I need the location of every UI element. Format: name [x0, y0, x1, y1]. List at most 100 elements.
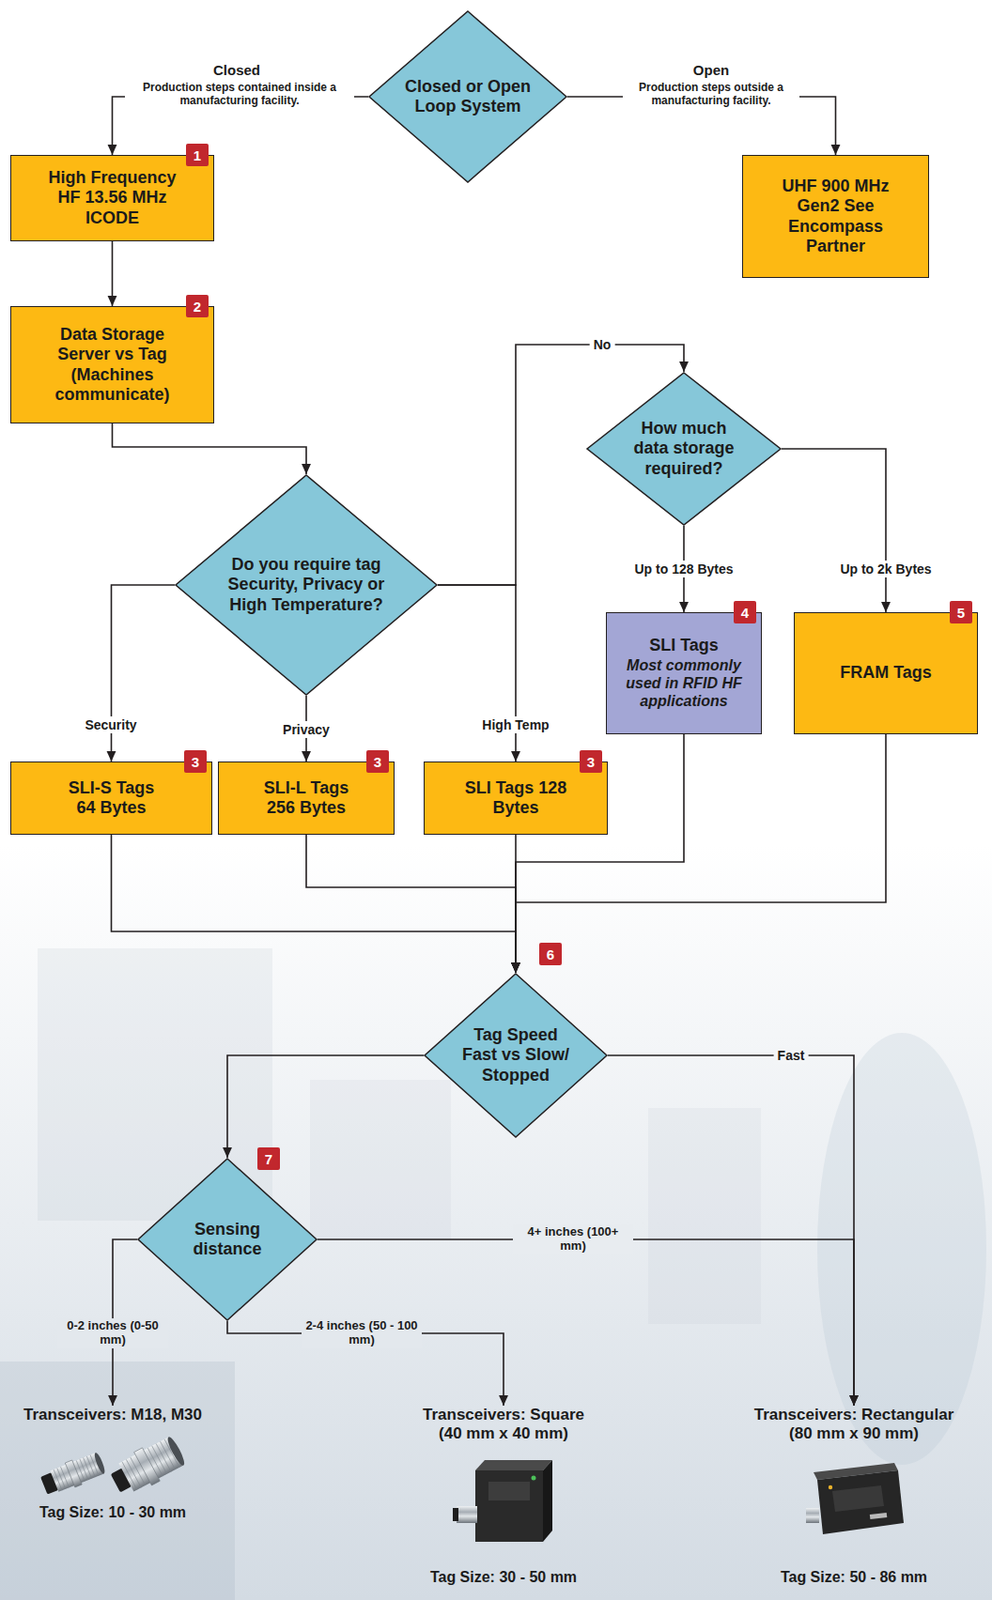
sensor-nut — [134, 1448, 161, 1487]
square-transceiver — [452, 1460, 553, 1543]
node-text: SLI Tags 128 Bytes — [464, 778, 568, 819]
process-box: Data Storage Server vs Tag (Machines com… — [10, 306, 215, 424]
tag-box: SLI-S Tags 64 Bytes — [10, 761, 213, 836]
status-led — [531, 1476, 537, 1482]
callout-number: 4 — [733, 601, 757, 624]
m12-connector-ring — [452, 1508, 459, 1522]
housing-front — [475, 1471, 543, 1543]
m30-sensor — [107, 1433, 189, 1501]
node-text: UHF 900 MHz Gen2 See Encompass Partner — [770, 176, 902, 257]
housing-plate — [832, 1486, 884, 1513]
node-text: High Frequency HF 13.56 MHz ICODE — [38, 168, 187, 229]
tag-box: FRAM Tags — [793, 612, 978, 735]
product-name: Transceivers: M18, M30 — [23, 1406, 202, 1426]
sensor-nut — [64, 1460, 82, 1488]
m18-sensor — [39, 1450, 109, 1499]
connector-arrow — [227, 1055, 424, 1159]
process-box: UHF 900 MHz Gen2 See Encompass Partner — [742, 155, 930, 279]
process-box: High Frequency HF 13.56 MHz ICODE — [10, 155, 215, 242]
node-text: SLI-S Tags 64 Bytes — [60, 778, 164, 819]
edge-label: 0-2 inches (0-50 mm) — [57, 1318, 169, 1349]
node-text: Do you require tag Security, Privacy or … — [212, 555, 401, 616]
connector-arrow — [112, 423, 308, 475]
sensor-thread — [53, 1455, 99, 1491]
node-text: Data Storage Server vs Tag (Machines com… — [42, 325, 184, 405]
housing-front — [817, 1471, 904, 1535]
connector-arrow — [111, 585, 176, 762]
diamond-shape — [369, 11, 567, 183]
product-name: Transceivers: Square (40 mm x 40 mm) — [417, 1406, 591, 1444]
m12-connector — [806, 1508, 820, 1524]
edge-note: Production steps outside a manufacturing… — [622, 80, 800, 109]
node-text: SLI Tags — [649, 635, 719, 656]
decision-diamond: Tag Speed Fast vs Slow/ Stopped — [423, 973, 608, 1139]
connector-arrow — [111, 835, 517, 974]
callout-number: 3 — [366, 750, 389, 774]
callout-number: 2 — [186, 294, 209, 318]
logo-plate — [869, 1513, 887, 1520]
tag-size-note: Tag Size: 10 - 30 mm — [39, 1504, 186, 1523]
callout-number: 3 — [579, 750, 603, 774]
callout-number: 7 — [257, 1147, 280, 1171]
callout-number: 3 — [184, 750, 207, 774]
product-label: Transceivers: M18, M30Tag Size: 10 - 30 … — [3, 1406, 222, 1523]
diamond-shape — [424, 974, 607, 1138]
connector-arrow — [437, 585, 516, 762]
node-text: How much data storage required? — [622, 418, 745, 480]
m12-connector — [456, 1506, 478, 1524]
diamond-shape — [175, 475, 437, 696]
status-led — [828, 1486, 833, 1490]
connector-arrow — [781, 449, 886, 613]
housing-side — [542, 1460, 553, 1543]
node-text: Tag Speed Fast vs Slow/ Stopped — [457, 1025, 575, 1086]
product-label: Transceivers: Square (40 mm x 40 mm) Tag … — [392, 1406, 615, 1588]
edge-label: Fast — [774, 1047, 809, 1065]
edge-note: Production steps contained inside a manu… — [124, 80, 355, 109]
callout-number: 5 — [949, 601, 973, 624]
edge-label: Up to 2k Bytes — [836, 560, 935, 578]
edge-label: Security — [80, 716, 140, 734]
housing-top — [475, 1460, 553, 1472]
connector-arrow — [306, 835, 516, 974]
node-text: Sensing distance — [180, 1220, 275, 1260]
connector-arrow — [607, 1055, 854, 1407]
product-label: Transceivers: Rectangular (80 mm x 90 mm… — [743, 1406, 965, 1588]
product-name: Transceivers: Rectangular (80 mm x 90 mm… — [743, 1406, 965, 1444]
edge-label: Up to 128 Bytes — [630, 560, 737, 578]
sensor-face — [165, 1436, 187, 1469]
decision-diamond: Do you require tag Security, Privacy or … — [174, 474, 438, 697]
node-text: Closed or Open Loop System — [397, 77, 539, 117]
edge-label: 4+ inches (100+ mm) — [512, 1224, 634, 1256]
machine-shape — [0, 1362, 235, 1600]
decision-diamond: Sensing distance — [137, 1158, 318, 1322]
diamond-shape — [138, 1159, 317, 1321]
decision-diamond: How much data storage required? — [586, 372, 782, 527]
sensor-face — [93, 1452, 108, 1476]
edge-label: Privacy — [279, 721, 334, 739]
edge-label: Open — [689, 61, 733, 79]
edge-label: 2-4 inches (50 - 100 mm) — [301, 1318, 422, 1349]
decision-diamond: Closed or Open Loop System — [368, 10, 568, 184]
housing-plate — [488, 1482, 530, 1502]
diamond-shape — [587, 372, 781, 526]
tag-size-note: Tag Size: 50 - 86 mm — [780, 1569, 928, 1588]
machine-shape — [310, 1080, 451, 1240]
rectangular-transceiver — [806, 1463, 904, 1535]
worker-shape — [817, 1033, 987, 1466]
callout-number: 1 — [186, 143, 209, 167]
node-text: FRAM Tags — [839, 663, 932, 683]
edge-label: Closed — [209, 61, 264, 79]
node-text: SLI-L Tags 256 Bytes — [254, 778, 358, 819]
connectors — [111, 96, 887, 1407]
tag-box: SLI TagsMost commonly used in RFID HF ap… — [605, 612, 762, 735]
connector-arrow — [111, 241, 114, 307]
factory-photo — [0, 845, 992, 1600]
callout-number: 6 — [539, 943, 562, 966]
tag-size-note: Tag Size: 30 - 50 mm — [430, 1569, 577, 1588]
machine-shape — [648, 1108, 761, 1325]
edge-label: High Temp — [478, 716, 553, 734]
node-subtext: Most commonly used in RFID HF applicatio… — [621, 657, 747, 712]
edge-label: No — [589, 336, 616, 354]
